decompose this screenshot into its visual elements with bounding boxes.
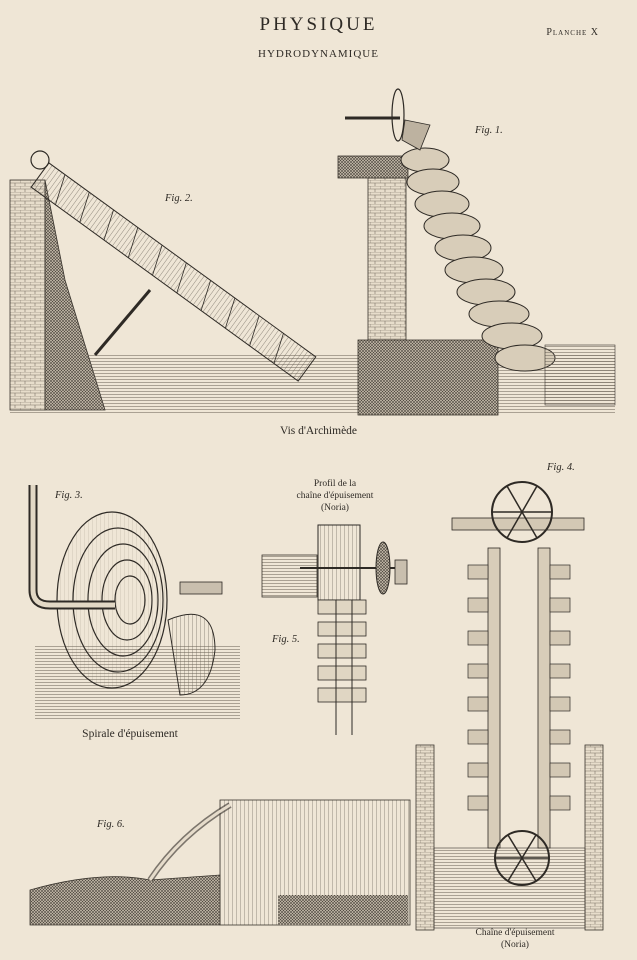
plate-title: PHYSIQUE [259, 14, 378, 35]
caption-chaine-line2: (Noria) [501, 940, 529, 950]
coiled-screw-fig1 [400, 147, 556, 372]
support-strut [93, 289, 152, 356]
caption-profil-line1: Profil de la [313, 479, 357, 489]
embankment [44, 179, 106, 411]
fig3-label: Fig. 3. [55, 490, 83, 501]
archimedes-screw-scene [9, 88, 616, 416]
spiral-pump-fig3 [28, 485, 240, 720]
scoop [167, 613, 216, 696]
inclined-screw-fig2 [30, 162, 317, 382]
fig4-label: Fig. 4. [547, 462, 575, 473]
base-block [357, 339, 499, 416]
caption-profil: Profil de la chaîne d'épuisement (Noria) [275, 478, 395, 514]
caption-profil-line3: (Noria) [321, 503, 349, 513]
caption-profil-line2: chaîne d'épuisement [296, 491, 374, 501]
axle-bearing [179, 581, 223, 595]
outflow-water [544, 344, 616, 406]
fig5-label: Fig. 5. [272, 634, 300, 645]
fig1-label: Fig. 1. [475, 125, 503, 136]
fig2-label: Fig. 2. [165, 193, 193, 204]
brick-wall [9, 179, 46, 411]
caption-archimede: Vis d'Archimède [279, 425, 358, 437]
plate-number: Planche X [546, 27, 599, 38]
water-dam-fig6 [29, 799, 411, 926]
plate-subtitle: HYDRODYNAMIQUE [258, 48, 379, 60]
bevel-gear [401, 119, 431, 151]
noria-chain-fig4 [415, 481, 604, 931]
gear-wheel [391, 88, 405, 142]
crank-wheel [30, 150, 50, 170]
noria-profile-fig5 [261, 524, 408, 735]
caption-chaine: Chaîne d'épuisement (Noria) [445, 927, 585, 951]
fig6-label: Fig. 6. [97, 819, 125, 830]
upper-trough [337, 155, 409, 179]
caption-spirale: Spirale d'épuisement [82, 728, 178, 740]
caption-chaine-line1: Chaîne d'épuisement [475, 928, 555, 938]
brick-pillar [367, 177, 407, 344]
